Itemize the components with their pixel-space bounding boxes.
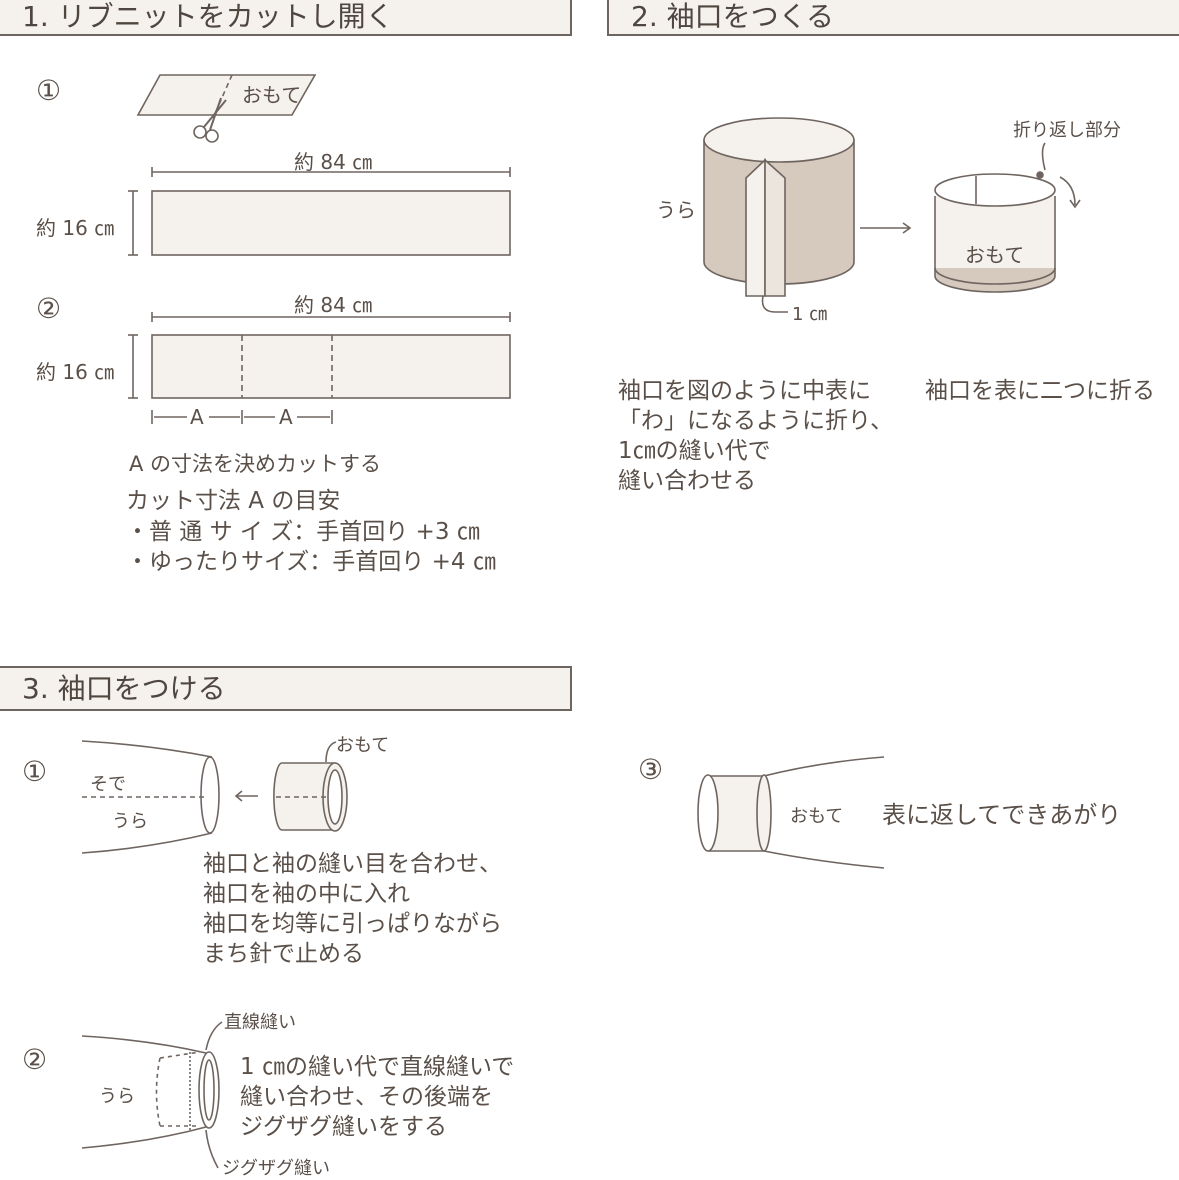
fabric-piece	[136, 74, 317, 116]
guide-title: カット寸法 A の目安	[126, 488, 341, 514]
section-header-2: 2. 袖口をつくる	[607, 0, 1179, 36]
omote-label-s2: おもて	[965, 243, 1025, 267]
segment-a1: A	[190, 405, 204, 429]
omote-label-1: おもて	[242, 83, 302, 107]
zigzag-label: ジグザグ縫い	[222, 1158, 330, 1179]
ura-label-s2: うら	[656, 198, 696, 222]
caption-s2-left: 袖口を図のように中表に 「わ」になるように折り、 1㎝の縫い代で 縫い合わせる	[618, 378, 894, 494]
sleeve-3	[763, 756, 885, 869]
ura-label-s3: うら	[112, 811, 148, 832]
section-title-2: 2. 袖口をつくる	[631, 0, 835, 33]
section-header-1: 1. リブニットをカットし開く	[0, 0, 572, 36]
cut-caption: A の寸法を決めカットする	[129, 452, 382, 476]
caption-s2-right: 袖口を表に二つに折る	[925, 378, 1155, 404]
seam-allowance-label: 1 ㎝	[792, 304, 828, 325]
section-header-3: 3. 袖口をつける	[0, 666, 572, 711]
fabric-strip-1	[151, 190, 511, 256]
omote-label-s3: おもて	[336, 735, 390, 756]
caption-s3-3: 表に返してできあがり	[882, 801, 1122, 829]
sleeve-2	[81, 1035, 207, 1149]
sode-label: そで	[90, 774, 126, 795]
segment-a2: A	[279, 405, 293, 429]
s3-step1-marker: ①	[22, 755, 48, 788]
section-title-3: 3. 袖口をつける	[22, 671, 226, 705]
scissors-icon	[193, 97, 227, 143]
s3-step2-marker: ②	[22, 1043, 48, 1076]
dim-height-2: 約 16 ㎝	[36, 360, 115, 384]
sleeve-1	[81, 740, 213, 854]
dim-width-1: 約 84 ㎝	[294, 150, 373, 174]
step1-marker: ①	[36, 74, 62, 107]
caption-s3-2: 1 ㎝の縫い代で直線縫いで 縫い合わせ、その後端を ジグザグ縫いをする	[240, 1054, 515, 1140]
seam-flap	[745, 158, 766, 297]
cuff-tube-top	[703, 117, 855, 163]
guide-normal: ・普 通 サ イ ズ：手首回り +3 ㎝	[126, 519, 480, 545]
section-title-1: 1. リブニットをカットし開く	[22, 0, 394, 33]
dim-width-2: 約 84 ㎝	[294, 293, 373, 317]
step2-marker: ②	[36, 292, 62, 325]
guide-loose: ・ゆったりサイズ：手首回り +4 ㎝	[126, 549, 496, 575]
straight-stitch-label: 直線縫い	[224, 1012, 296, 1033]
s3-step3-marker: ③	[638, 753, 664, 786]
omote-label-s3-3: おもて	[790, 806, 844, 827]
dim-height-1: 約 16 ㎝	[36, 216, 115, 240]
caption-s3-1: 袖口と袖の縫い目を合わせ、 袖口を袖の中に入れ 袖口を均等に引っぱりながら まち…	[203, 851, 502, 967]
ura-label-s3-2: うら	[99, 1086, 135, 1107]
fabric-strip-2	[151, 334, 511, 399]
fold-back-label: 折り返し部分	[1013, 120, 1121, 141]
